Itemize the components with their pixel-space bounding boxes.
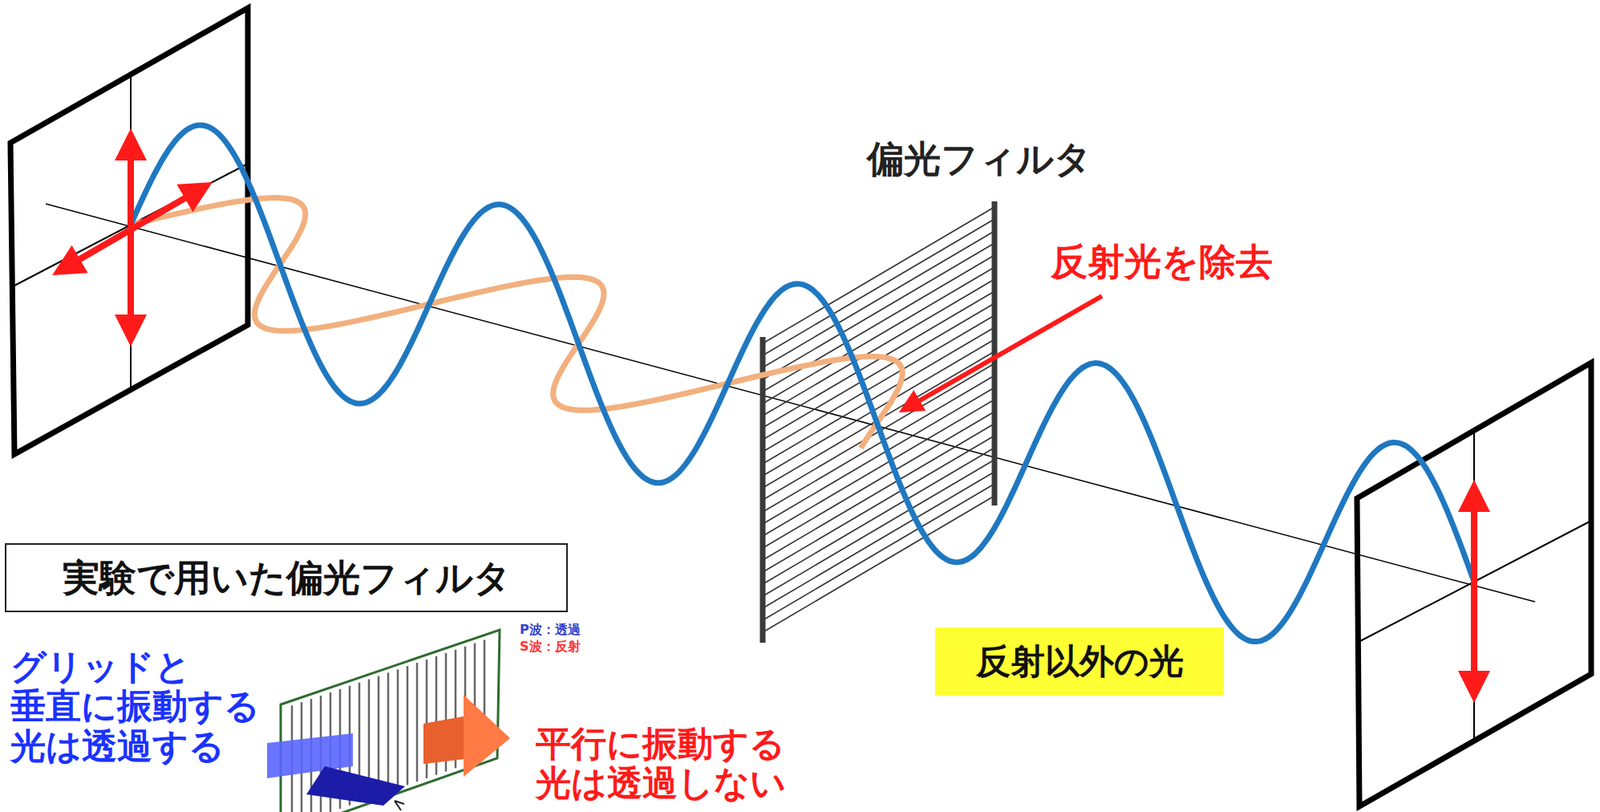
caption-box: 実験で用いた偏光フィルタ [4, 542, 568, 612]
inset-grid-line [406, 665, 410, 785]
callout-text: 反射光を除去 [1050, 240, 1273, 284]
inset-grid-line [396, 668, 400, 788]
filter-edge [992, 201, 998, 506]
small-label: P波：透過 [519, 622, 581, 637]
reflected-wave [130, 198, 903, 449]
right-frame [1356, 362, 1592, 807]
highlight-box: 反射以外の光 [935, 627, 1224, 696]
propagation-axis [45, 203, 1536, 602]
note-text: 平行に振動する 光は透過しない [535, 723, 809, 803]
filter-grid-line [762, 483, 995, 620]
filter-grid-line [762, 471, 995, 608]
small-label: S波：反射 [519, 639, 581, 654]
box-text: 反射以外の光 [976, 641, 1184, 681]
polarization-arrows [57, 134, 1475, 697]
inset-grid-line [416, 662, 419, 782]
filter-edge [760, 336, 766, 643]
inset-filter-picture [267, 629, 511, 812]
filter-grid-line [762, 459, 995, 596]
note-text: グリッドと 垂直に振動する 光は透過する [10, 646, 284, 766]
filter-title: 偏光フィルタ [866, 137, 1092, 181]
inset-grid-line [387, 672, 390, 792]
left-frame [10, 8, 248, 454]
box-text: 実験で用いた偏光フィルタ [62, 556, 511, 600]
leader-arrow [903, 295, 1102, 410]
inset-grid-line [377, 675, 381, 795]
